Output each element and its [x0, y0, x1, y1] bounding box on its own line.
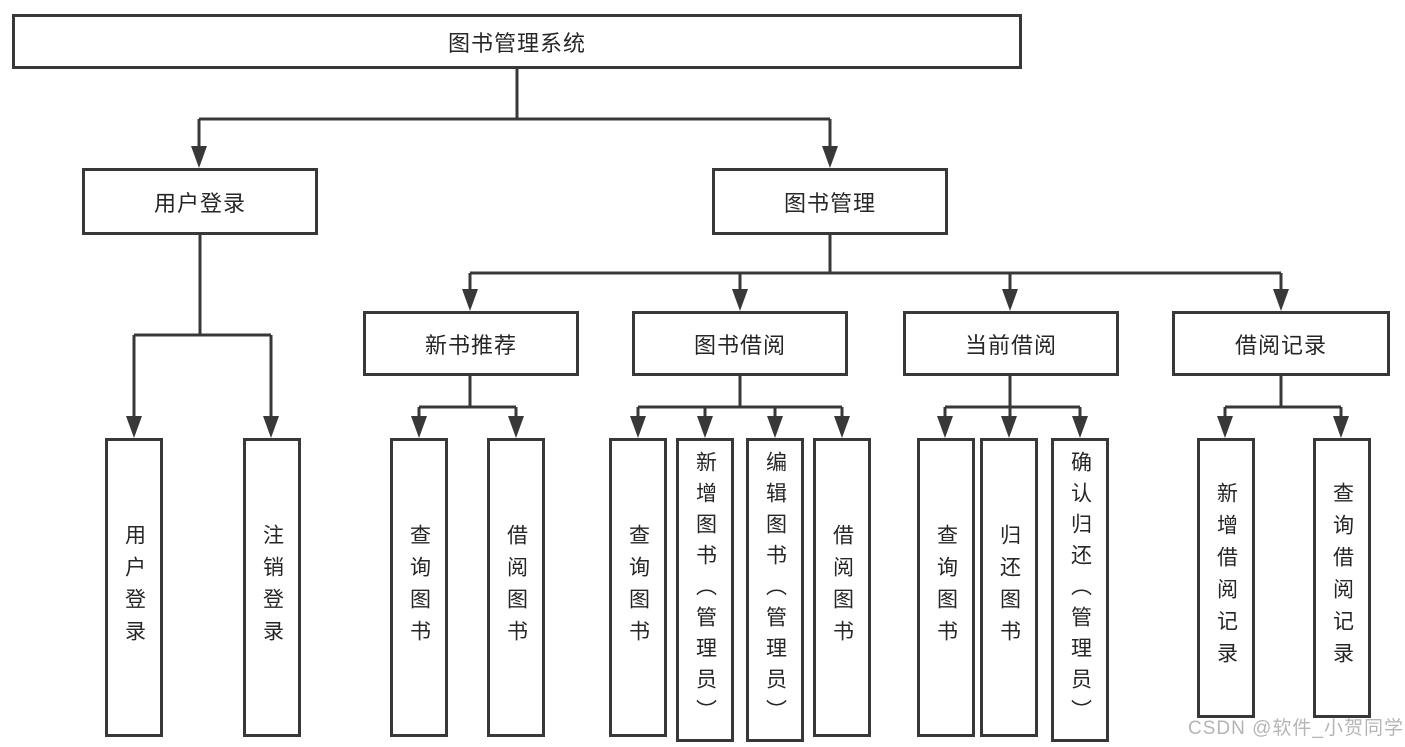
node-label: 借阅图书 — [830, 523, 854, 652]
node-edit-book-admin: 编辑图书（管理员） — [746, 438, 804, 742]
node-borrow-books-borrowing: 借阅图书 — [813, 438, 871, 737]
node-label: 查询借阅记录 — [1330, 482, 1354, 674]
node-label: 查询图书 — [407, 523, 431, 652]
node-label: 借阅图书 — [504, 523, 528, 652]
node-user-login-group: 用户登录 — [82, 168, 318, 235]
node-book-borrowing: 图书借阅 — [632, 311, 848, 376]
node-add-book-admin: 新增图书（管理员） — [676, 438, 734, 742]
node-label: 查询图书 — [626, 523, 650, 652]
node-add-borrow-record: 新增借阅记录 — [1197, 438, 1255, 718]
node-query-books-current: 查询图书 — [917, 438, 975, 737]
node-label: 确认归还（管理员） — [1068, 450, 1092, 730]
csdn-watermark: CSDN @软件_小贺同学 — [1188, 718, 1404, 739]
node-user-login: 用户登录 — [105, 438, 163, 737]
node-query-books-recommend: 查询图书 — [390, 438, 448, 737]
node-label: 用户登录 — [122, 523, 146, 652]
connector-lines — [132, 68, 1343, 418]
node-current-borrowing: 当前借阅 — [903, 311, 1119, 376]
node-book-management: 图书管理 — [712, 168, 948, 235]
node-label: 图书管理 — [783, 190, 876, 216]
node-logout-login: 注销登录 — [243, 438, 301, 737]
arrowheads — [126, 146, 1349, 438]
node-label: 图书管理系统 — [447, 30, 586, 56]
node-label: 新书推荐 — [424, 332, 517, 358]
node-label: 当前借阅 — [964, 332, 1057, 358]
node-new-book-recommend: 新书推荐 — [363, 311, 579, 376]
node-label: 注销登录 — [260, 523, 284, 652]
node-query-borrow-record: 查询借阅记录 — [1313, 438, 1371, 718]
node-label: 借阅记录 — [1234, 332, 1327, 358]
node-label: 归还图书 — [997, 523, 1021, 652]
node-library-management-system: 图书管理系统 — [12, 14, 1022, 69]
node-confirm-return-admin: 确认归还（管理员） — [1051, 438, 1109, 742]
node-query-books-borrowing: 查询图书 — [609, 438, 667, 737]
node-label: 新增图书（管理员） — [693, 450, 717, 730]
node-label: 新增借阅记录 — [1214, 482, 1238, 674]
node-label: 图书借阅 — [693, 332, 786, 358]
node-label: 编辑图书（管理员） — [763, 450, 787, 730]
node-borrowing-records: 借阅记录 — [1172, 311, 1390, 376]
node-label: 用户登录 — [153, 190, 246, 216]
node-return-book: 归还图书 — [980, 438, 1038, 737]
node-borrow-books-recommend: 借阅图书 — [487, 438, 545, 737]
node-label: 查询图书 — [934, 523, 958, 652]
